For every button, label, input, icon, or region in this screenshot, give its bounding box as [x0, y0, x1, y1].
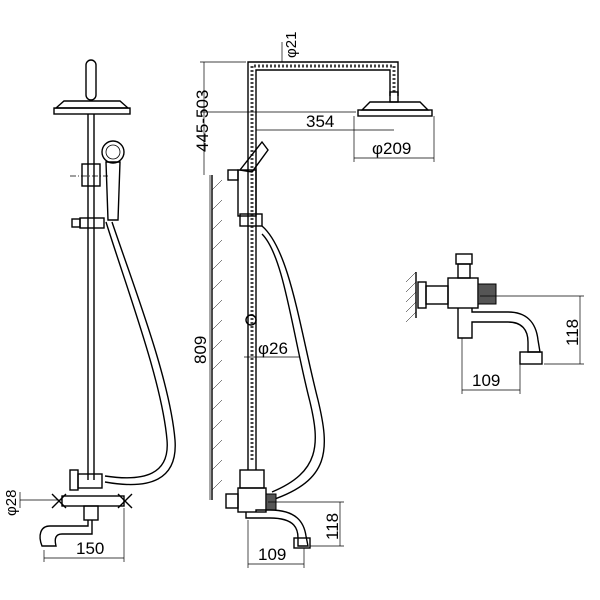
side-pipe-inner — [255, 69, 391, 470]
front-hand-shower-face — [105, 144, 121, 160]
detail-view: 109 118 — [405, 253, 584, 394]
front-left-handle — [51, 493, 67, 509]
side-spout-nozzle — [293, 537, 311, 549]
side-head-connector — [389, 91, 399, 103]
front-hose-outer — [104, 221, 176, 486]
side-hose-inner — [261, 233, 316, 493]
side-slide-joint — [239, 213, 263, 227]
detail-spout — [457, 308, 541, 353]
side-mixer-body — [237, 487, 267, 513]
detail-nozzle — [519, 351, 543, 365]
front-spout — [39, 520, 93, 547]
side-mixer-top — [239, 469, 265, 489]
side-view: φ21 445-503 354 φ209 809 φ26 109 118 — [191, 32, 435, 568]
front-diameter-label: φ28 — [3, 490, 20, 516]
side-pipe-texture — [250, 64, 396, 460]
side-head-diameter-label: φ209 — [372, 139, 411, 158]
detail-connector — [425, 285, 449, 305]
front-diverter-handle — [69, 469, 79, 491]
front-head-stem — [85, 59, 97, 101]
detail-wall-hatch — [405, 271, 417, 323]
side-height-range-label: 445-503 — [193, 90, 212, 152]
side-pipe-outer — [247, 61, 399, 470]
side-shower-head — [360, 101, 430, 111]
front-slide-joint — [79, 217, 105, 229]
side-column-label: 809 — [191, 336, 210, 364]
front-hand-shower-handle — [105, 161, 121, 221]
detail-top-stem — [457, 263, 471, 279]
front-holder — [81, 163, 101, 187]
detail-spout-height-label: 118 — [563, 319, 582, 346]
front-spout-base — [83, 505, 99, 521]
side-wall-hatch — [211, 179, 223, 491]
side-wall-flange — [225, 493, 239, 509]
detail-flange — [417, 281, 427, 309]
side-spout — [245, 509, 309, 547]
detail-top-cap — [455, 253, 473, 265]
detail-body — [447, 277, 479, 309]
side-slide-clamp — [245, 314, 257, 326]
front-hand-shower-head — [101, 140, 125, 164]
side-hand-shower — [238, 140, 269, 173]
front-mixer-bar — [61, 495, 125, 507]
side-spout-length-label: 109 — [258, 545, 286, 564]
front-diverter — [77, 473, 103, 489]
detail-spout-length-label: 109 — [472, 371, 500, 390]
side-shower-head-plate — [357, 109, 433, 117]
side-hand-handle — [237, 169, 257, 217]
front-width-label: 150 — [76, 539, 104, 558]
side-arm-label: 354 — [306, 112, 334, 131]
side-pipe-diameter-label: φ21 — [283, 32, 300, 58]
side-spout-height-label: 118 — [323, 513, 342, 540]
front-hose-inner — [104, 221, 168, 479]
front-view: 150 φ28 — [3, 59, 176, 562]
side-hose-outer — [261, 225, 325, 501]
front-slide-knob — [71, 218, 81, 228]
front-shower-head-plate — [53, 107, 131, 115]
front-shower-head — [54, 100, 130, 109]
side-column-diameter-label: φ26 — [258, 339, 288, 358]
detail-handle — [477, 283, 497, 305]
side-holder-bracket — [227, 169, 239, 181]
front-right-handle — [117, 493, 133, 509]
